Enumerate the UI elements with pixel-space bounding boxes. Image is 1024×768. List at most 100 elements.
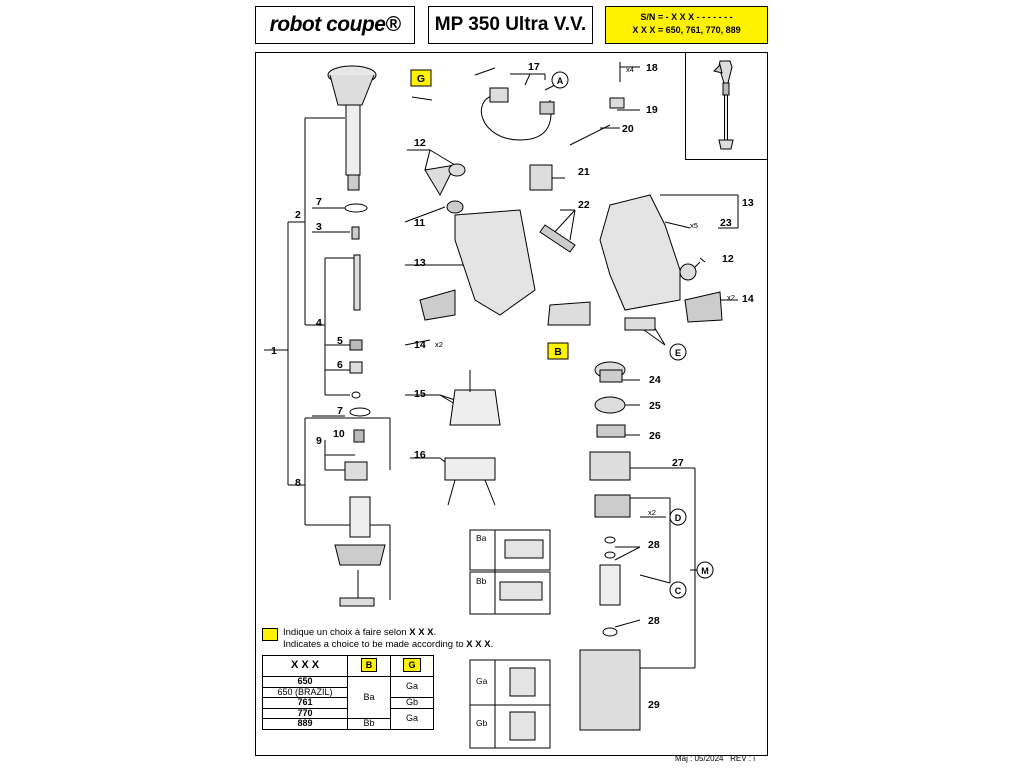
label-11: 11 (414, 217, 425, 229)
revision-footer: Maj : 05/2024 REV : i (675, 754, 755, 763)
serial-line-2: X X X = 650, 761, 770, 889 (632, 25, 741, 35)
callout-d-circle (669, 508, 687, 526)
label-27: 27 (672, 457, 684, 469)
legend-english: Indicates a choice to be made according … (283, 639, 493, 650)
label-3: 3 (316, 221, 322, 233)
label-22: 22 (578, 199, 590, 211)
label-14a: 14 (414, 339, 426, 351)
label-12a: 12 (414, 137, 426, 149)
legend-swatch (262, 628, 278, 641)
label-19: 19 (646, 104, 658, 116)
label-d: D (675, 513, 682, 523)
label-16: 16 (414, 449, 426, 461)
table-header-b: B (347, 655, 391, 677)
table-header-g-label: G (403, 658, 421, 673)
label-24: 24 (649, 374, 661, 386)
label-m: M (701, 566, 709, 576)
label-g: G (417, 73, 425, 85)
label-7b: 7 (337, 405, 343, 417)
table-cell-b: Bb (347, 718, 391, 730)
label-x2b: x2 (727, 293, 735, 302)
label-10: 10 (333, 428, 345, 440)
table-cell-xxx: 770 (262, 707, 348, 719)
label-e: E (675, 348, 681, 358)
callout-e-circle (669, 343, 687, 361)
table-cell-b: Ba (347, 676, 391, 719)
table-header-b-label: B (360, 658, 378, 673)
label-x4: x4 (626, 65, 634, 74)
table-row: 650 Ba Ga (262, 676, 434, 719)
table-cell-g: Gb (390, 697, 434, 709)
table-cell-xxx: 889 (262, 718, 348, 730)
label-25: 25 (649, 400, 661, 412)
serial-number-box: S/N = - X X X - - - - - - - X X X = 650,… (605, 6, 768, 44)
label-a: A (557, 76, 564, 86)
legend-french-xxx: X X X (409, 627, 434, 638)
label-20: 20 (622, 123, 634, 135)
table-cell-xxx: 761 (262, 697, 348, 709)
callout-a-circle (551, 71, 569, 89)
table-cell-g: Ga (390, 676, 434, 698)
label-23: 23 (720, 217, 732, 229)
brand-logo: robot coupe® (255, 6, 415, 44)
table-cell-xxx: 650 (BRAZIL) (262, 686, 348, 698)
table-row: 770 Ga (262, 707, 434, 730)
selection-table: X X X B G 650 Ba Ga 650 (BRAZIL) 761 Gb … (262, 655, 434, 730)
serial-line-1: S/N = - X X X - - - - - - - (640, 12, 733, 22)
legend-french-text: Indique un choix à faire selon (283, 627, 410, 638)
legend-english-text: Indicates a choice to be made according … (283, 639, 467, 650)
label-ba: Ba (476, 533, 487, 543)
product-thumbnail (685, 52, 768, 160)
table-header-row: X X X B G (262, 655, 434, 677)
callout-g-box (410, 69, 432, 87)
label-gb: Gb (476, 718, 488, 728)
label-13b: 13 (742, 197, 754, 209)
legend-english-dot: . (490, 639, 494, 650)
footer-rev: REV : i (730, 754, 756, 763)
label-29: 29 (648, 699, 660, 711)
legend-french: Indique un choix à faire selon X X X. (283, 627, 436, 638)
label-9: 9 (316, 435, 322, 447)
label-x2a: x2 (435, 340, 443, 349)
label-6: 6 (337, 359, 343, 371)
legend-french-dot: . (433, 627, 437, 638)
label-12b: 12 (722, 253, 734, 265)
label-c: C (675, 586, 682, 596)
table-cell-xxx: 650 (262, 676, 348, 688)
label-15: 15 (414, 388, 426, 400)
table-header-xxx: X X X (262, 655, 348, 677)
label-7a: 7 (316, 196, 322, 208)
label-bb: Bb (476, 576, 487, 586)
exploded-view-frame (255, 52, 768, 756)
label-1: 1 (271, 345, 277, 357)
mixer-thumbnail-drawing (713, 60, 734, 150)
label-x5: x5 (690, 221, 698, 230)
label-4: 4 (316, 317, 322, 329)
callout-c-circle (669, 581, 687, 599)
table-header-g: G (390, 655, 434, 677)
model-title: MP 350 Ultra V.V. (428, 6, 593, 44)
label-28b: 28 (648, 615, 660, 627)
brand-name: robot coupe® (269, 13, 401, 36)
label-x2c: x2 (648, 508, 656, 517)
label-ga: Ga (476, 676, 488, 686)
footer-date: Maj : 05/2024 (675, 754, 724, 763)
label-b: B (554, 346, 562, 358)
label-13a: 13 (414, 257, 426, 269)
label-14b: 14 (742, 293, 754, 305)
label-18: 18 (646, 62, 658, 74)
label-5: 5 (337, 335, 343, 347)
callout-m-circle (696, 561, 714, 579)
label-21: 21 (578, 166, 590, 178)
label-2: 2 (295, 209, 301, 221)
table-cell-g: Ga (390, 707, 434, 730)
legend-english-xxx: X X X (466, 639, 491, 650)
model-name: MP 350 Ultra V.V. (434, 14, 587, 35)
label-28a: 28 (648, 539, 660, 551)
callout-b-box (547, 342, 569, 360)
table-row: 889 Bb (262, 718, 434, 730)
label-26: 26 (649, 430, 661, 442)
label-8: 8 (295, 477, 301, 489)
label-17: 17 (528, 61, 540, 73)
